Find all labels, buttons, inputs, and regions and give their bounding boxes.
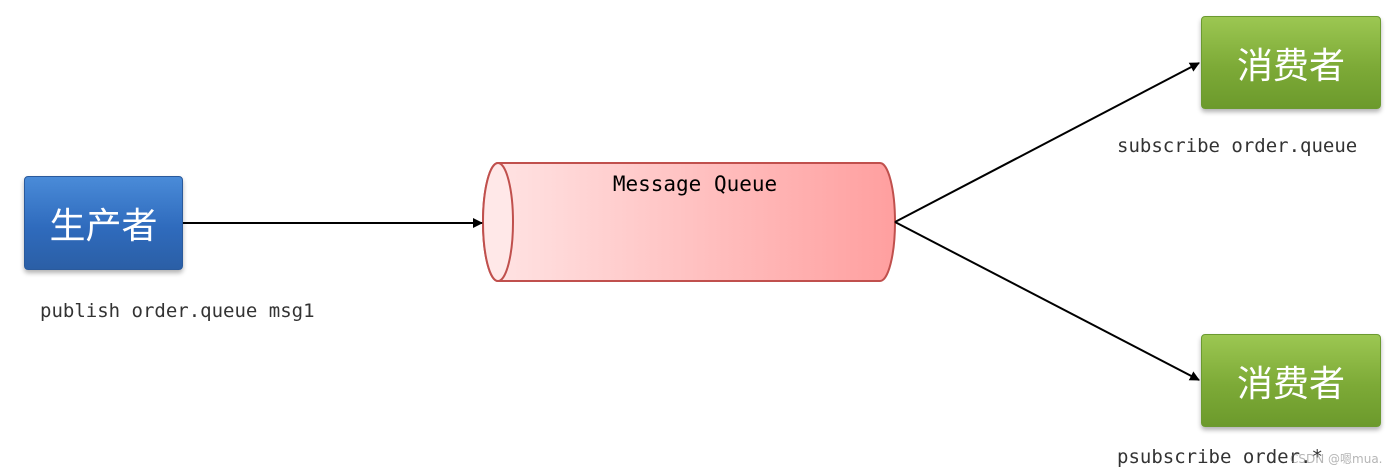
watermark: CSDN @嗯mua. [1290, 452, 1383, 466]
psubscribe-arrow [894, 221, 1200, 381]
subscribe-arrow [894, 62, 1200, 223]
producer-box: 生产者 [24, 176, 183, 270]
consumer-box-top: 消费者 [1201, 16, 1381, 109]
message-queue-cylinder [482, 162, 896, 282]
subscribe-command: subscribe order.queue [1117, 135, 1358, 157]
queue-label: Message Queue [612, 172, 778, 196]
consumer-box-bottom: 消费者 [1201, 334, 1381, 427]
psubscribe-command: psubscribe order.* [1117, 446, 1323, 468]
publish-command: publish order.queue msg1 [40, 300, 315, 322]
